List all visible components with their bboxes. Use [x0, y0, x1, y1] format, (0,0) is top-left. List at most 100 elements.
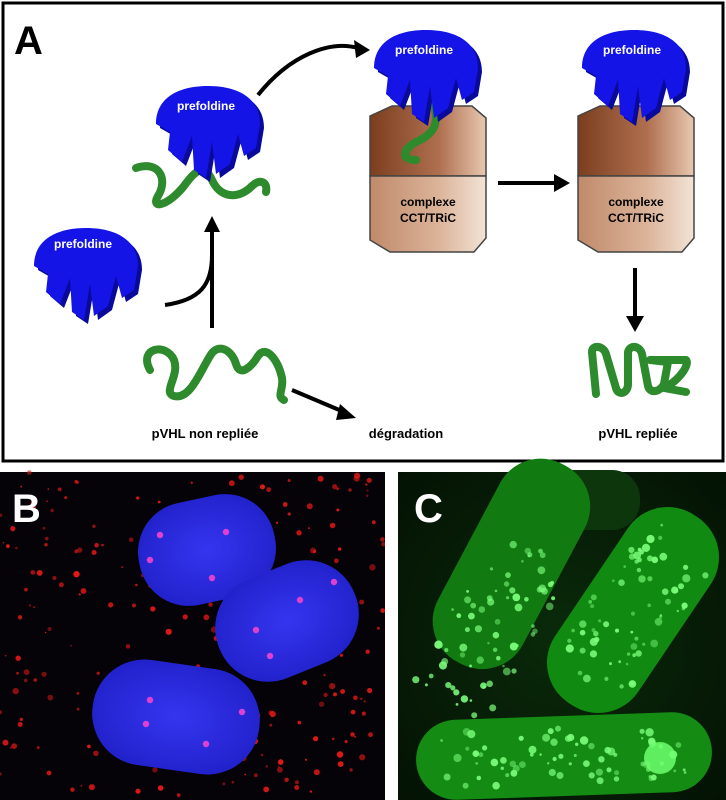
- red-dot: [323, 674, 325, 676]
- red-dot: [74, 550, 78, 554]
- green-dot: [519, 761, 526, 768]
- green-dot: [645, 728, 653, 736]
- red-dot: [27, 470, 32, 475]
- red-dot: [92, 550, 97, 555]
- red-dot: [367, 688, 372, 693]
- red-dot: [24, 669, 30, 675]
- red-dot: [158, 785, 164, 791]
- green-dot: [486, 681, 493, 688]
- red-dot: [295, 780, 299, 784]
- red-dot: [298, 721, 302, 725]
- red-dot: [222, 782, 225, 785]
- green-dot: [597, 777, 604, 784]
- green-dot: [683, 768, 686, 771]
- cct-complex-1: prefoldine complexe CCT/TRiC: [370, 30, 486, 252]
- green-dot: [463, 783, 469, 789]
- red-dot: [53, 576, 57, 580]
- green-dot: [566, 644, 574, 652]
- green-dot: [634, 637, 638, 641]
- green-dot: [571, 629, 575, 633]
- green-dot: [465, 627, 470, 632]
- green-dot: [515, 604, 523, 612]
- red-dot: [158, 501, 161, 504]
- green-dot: [642, 643, 645, 646]
- green-dot: [466, 590, 469, 593]
- red-dot: [263, 787, 269, 793]
- red-dot: [37, 746, 40, 749]
- red-dot: [43, 527, 46, 530]
- red-dot: [307, 503, 313, 509]
- panel-a-letter: A: [14, 19, 43, 63]
- green-dot: [612, 579, 615, 582]
- green-dot: [463, 728, 471, 736]
- red-dot: [366, 650, 370, 654]
- red-dot: [276, 522, 278, 524]
- green-dot: [580, 648, 586, 654]
- green-dot: [677, 610, 679, 612]
- green-dot: [590, 650, 597, 657]
- green-dot: [477, 776, 482, 781]
- red-dot: [305, 759, 307, 761]
- red-dot: [47, 695, 53, 701]
- green-dot: [651, 775, 657, 781]
- red-dot: [353, 696, 358, 701]
- red-dot: [80, 785, 82, 787]
- nuclear-dot: [203, 741, 209, 747]
- red-dot: [183, 614, 188, 619]
- red-dot: [16, 656, 21, 661]
- green-dot: [479, 752, 484, 757]
- red-dot: [278, 759, 284, 765]
- green-dot: [662, 588, 669, 595]
- green-dot: [551, 596, 555, 600]
- green-dot: [678, 583, 684, 589]
- prefoldin-label-cct1: prefoldine: [395, 43, 453, 57]
- red-dot: [239, 475, 244, 480]
- green-dot: [636, 650, 642, 656]
- red-dot: [3, 740, 9, 746]
- green-dot: [596, 769, 603, 776]
- red-dot: [359, 754, 365, 760]
- green-dot: [444, 648, 448, 652]
- green-dot: [471, 712, 477, 718]
- panel-a: A prefoldine: [3, 3, 723, 461]
- green-dot: [567, 639, 571, 643]
- green-dot: [660, 614, 662, 616]
- red-dot: [64, 496, 67, 499]
- red-dot: [5, 655, 7, 657]
- panel-gap: [385, 472, 398, 800]
- nuclear-dot: [147, 697, 153, 703]
- red-dot: [338, 547, 341, 550]
- red-dot: [334, 558, 339, 563]
- green-dot: [510, 541, 517, 548]
- red-dot: [337, 751, 343, 757]
- green-dot: [619, 684, 623, 688]
- red-dot: [313, 736, 318, 741]
- green-dot: [618, 660, 621, 663]
- green-dot: [519, 736, 524, 741]
- green-dot: [631, 643, 638, 650]
- green-dot: [614, 776, 619, 781]
- green-dot: [531, 624, 535, 628]
- red-dot: [79, 593, 81, 595]
- red-dot: [367, 478, 372, 483]
- label-folded: pVHL repliée: [598, 426, 677, 441]
- green-dot: [469, 665, 472, 668]
- red-dot: [354, 476, 360, 482]
- green-dot: [646, 535, 654, 543]
- green-dot: [592, 628, 596, 632]
- red-dot: [277, 767, 283, 773]
- red-dot: [6, 544, 10, 548]
- prefoldin-label-cct2: prefoldine: [603, 43, 661, 57]
- green-dot: [461, 695, 468, 702]
- green-dot: [630, 631, 633, 634]
- green-dot: [441, 658, 448, 665]
- red-dot: [47, 771, 52, 776]
- red-dot: [380, 537, 385, 542]
- red-dot: [18, 722, 23, 727]
- green-dot: [567, 734, 574, 741]
- green-dot: [580, 630, 586, 636]
- green-dot: [412, 676, 419, 683]
- panel-b: B: [0, 470, 386, 800]
- red-dot: [70, 645, 72, 647]
- red-dot: [340, 689, 345, 694]
